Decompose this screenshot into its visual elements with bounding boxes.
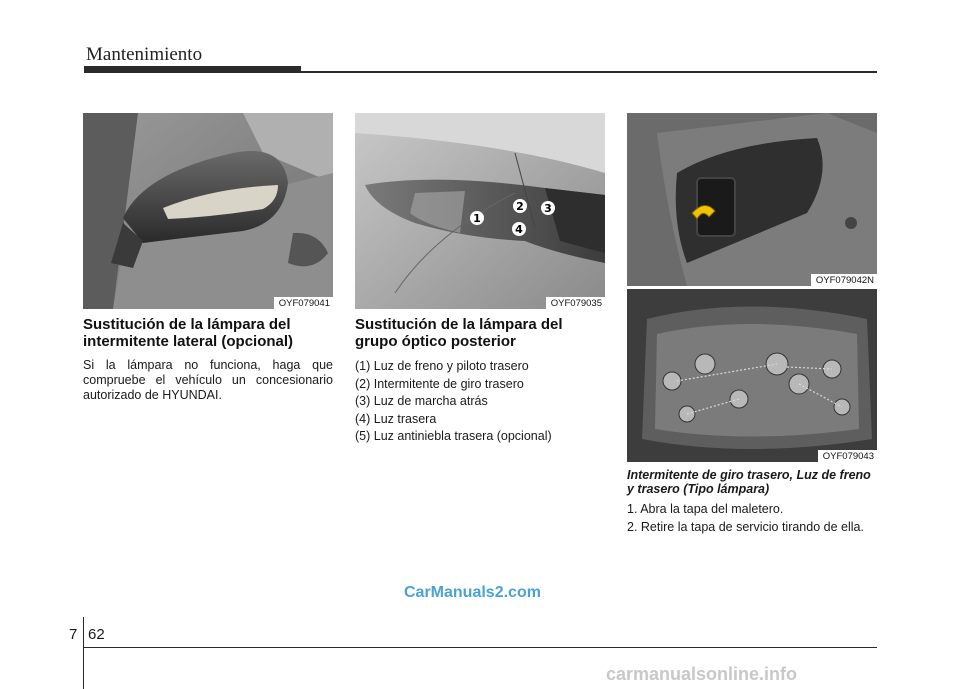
callout-3: 3 — [544, 202, 552, 215]
list-item: (3) Luz de marcha atrás — [355, 394, 488, 408]
list-item: (4) Luz trasera — [355, 411, 437, 426]
section-title-rear-lamp: Sustitución de la lámpara del grupo ópti… — [355, 316, 563, 350]
mirror-photo: OYF079041 — [83, 113, 333, 309]
callout-1: 1 — [473, 212, 481, 225]
list-item: (5) Luz antiniebla trasera (opcional) — [355, 429, 552, 443]
service-cover-photo: OYF079042N — [627, 113, 877, 286]
list-item: (1) Luz de freno y piloto trasero — [355, 359, 529, 373]
header-rule-thick — [84, 66, 301, 73]
chapter-number: 7 — [69, 626, 78, 643]
photo-code-taillamp: OYF079035 — [545, 297, 605, 309]
middle-column: Sustitución de la lámpara del grupo ópti… — [355, 316, 605, 446]
watermark-link[interactable]: CarManuals2.com — [404, 584, 541, 601]
section-title-side-lamp: Sustitución de la lámpara del intermiten… — [83, 316, 294, 350]
right-column: Intermitente de giro trasero, Luz de fre… — [627, 468, 877, 538]
photo-code-mirror: OYF079041 — [273, 297, 333, 309]
watermark-footer: carmanualsonline.info — [606, 664, 798, 684]
callout-2: 2 — [516, 200, 524, 213]
list-item: (2) Intermitente de giro trasero — [355, 376, 524, 391]
step-item: 2. Retire la tapa de servicio tirando de… — [627, 520, 864, 534]
left-column: Sustitución de la lámpara del intermiten… — [83, 316, 333, 403]
subsection-title-bulb-type: Intermitente de giro trasero, Luz de fre… — [627, 468, 871, 496]
step-item: 1. Abra la tapa del maletero. — [627, 502, 784, 516]
bulb-holders-photo: OYF079043 — [627, 289, 877, 462]
taillamp-photo: 1 2 3 4 OYF079035 — [355, 113, 605, 309]
page-number: 62 — [88, 626, 105, 643]
footer-vertical-rule — [83, 617, 84, 689]
photo-code-cover: OYF079042N — [810, 274, 877, 286]
photo-code-bulbs: OYF079043 — [817, 450, 877, 462]
callout-4: 4 — [515, 223, 523, 236]
side-lamp-instructions: Si la lámpara no funciona, haga que comp… — [83, 358, 333, 402]
page-header-title: Mantenimiento — [86, 44, 203, 65]
header-rule-thin — [301, 71, 877, 73]
footer-horizontal-rule — [83, 647, 877, 648]
